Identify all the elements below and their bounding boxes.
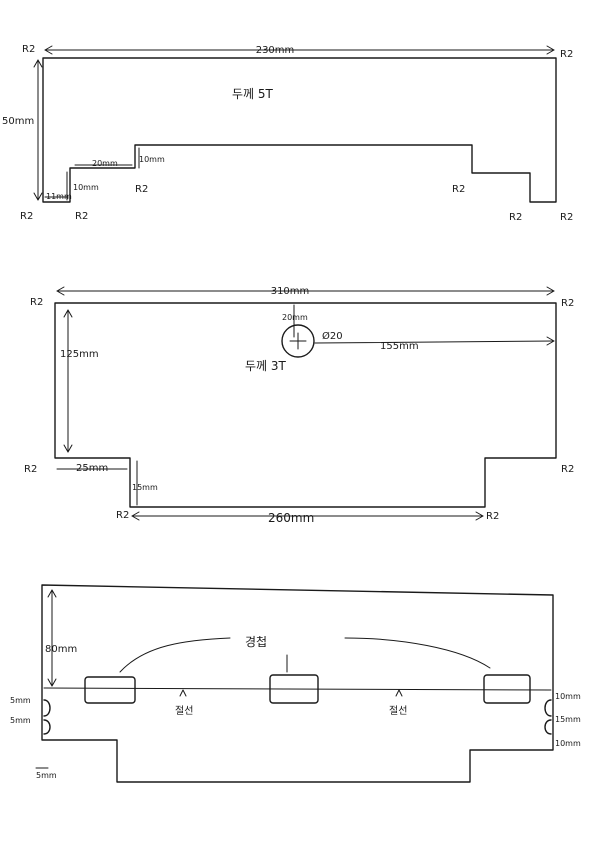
part3-height-arrow-bottom: [47, 678, 57, 687]
part1-width-label: 230mm: [256, 45, 295, 56]
part1-radius-top-left: R2: [22, 44, 35, 55]
part1-radius-top-right: R2: [560, 49, 573, 60]
part1-step-height-label: 10mm: [139, 155, 165, 164]
part1-width-arrow-left: [44, 45, 53, 55]
part2-outline: [54, 302, 557, 508]
part3-fold-label: 경첩: [245, 635, 267, 649]
part1-outline: [42, 57, 557, 203]
part3-cut-label-right: 절선: [389, 704, 407, 717]
part3-right-dim-a: 10mm: [555, 692, 581, 701]
part2-radius-right: R2: [561, 464, 574, 475]
part2-hole-top-label: 20mm: [282, 313, 308, 322]
part1-height-label: 50mm: [2, 116, 34, 127]
part2-height-label: 125mm: [60, 349, 99, 360]
part1-height-arrow-bottom: [33, 192, 43, 201]
part2-width-label: 310mm: [271, 286, 310, 297]
part3-hinge-right: [483, 674, 531, 704]
part3-fold-curve-left: [119, 637, 231, 673]
part3-left-dim-c: 5mm: [36, 771, 57, 780]
part2-hole-right-label: 155mm: [380, 341, 419, 352]
part1-step-width-label: 20mm: [92, 159, 118, 168]
part2-height-arrow-bottom: [63, 444, 73, 453]
part2-hole-diameter-label: Ø20: [322, 330, 343, 342]
part2-radius-bottom-right: R2: [486, 511, 499, 522]
part2-thickness-label: 두께 3T: [245, 359, 287, 373]
part2-radius-left: R2: [24, 464, 37, 475]
part2-drawing: 310mm 125mm 25mm 15mm 260mm 20mm Ø20 155…: [24, 286, 574, 525]
part2-hole-right-dim: [314, 340, 555, 344]
part1-step2-height-label: 10mm: [73, 183, 99, 192]
part2-bottom-arrow-right: [475, 511, 484, 521]
part2-tab-height-label: 15mm: [132, 483, 158, 492]
part3-right-dim-b: 15mm: [555, 715, 581, 724]
part3-cut-arrow-left: [179, 689, 187, 697]
part1-radius-bottom-left: R2: [20, 211, 33, 222]
part3-drawing: 경첩 절선 절선 80mm 5mm 5mm 5mm 10mm 15mm 10mm: [10, 584, 581, 783]
part3-slot-right-bottom: [544, 719, 552, 735]
part1-drawing: 230mm 50mm 20mm 10mm 10mm 11mm 두께 5T R2 …: [2, 44, 573, 223]
part3-left-dim-a: 5mm: [10, 696, 31, 705]
part3-hinge-center: [269, 674, 319, 704]
part3-right-dim-c: 10mm: [555, 739, 581, 748]
part3-hinge-left: [84, 676, 136, 704]
part3-cut-label-left: 절선: [175, 704, 193, 717]
part1-radius-step-right: R2: [135, 184, 148, 195]
part2-hole: [281, 324, 315, 358]
part3-height-arrow-top: [47, 589, 57, 598]
part2-bottom-label: 260mm: [268, 511, 314, 525]
part3-slot-right-top: [544, 699, 552, 717]
part1-radius-bottom-right: R2: [560, 212, 573, 223]
part3-fold-line: [43, 687, 552, 691]
part2-height-arrow-top: [63, 309, 73, 318]
part3-height-label: 80mm: [45, 644, 77, 655]
part3-fold-curve-right: [344, 637, 491, 669]
part1-radius-notch-left: R2: [452, 184, 465, 195]
part2-width-arrow-right: [546, 286, 555, 296]
part1-left-offset-label: 11mm: [46, 192, 72, 201]
part2-radius-top-left: R2: [30, 297, 43, 308]
part1-radius-notch-right: R2: [509, 212, 522, 223]
part2-hole-right-arrow: [546, 336, 555, 346]
part1-width-arrow-right: [546, 45, 555, 55]
part1-thickness-label: 두께 5T: [232, 87, 274, 101]
part1-radius-step-left: R2: [75, 211, 88, 222]
part2-radius-top-right: R2: [561, 298, 574, 309]
part3-slot-left-bottom: [43, 719, 51, 735]
part2-width-arrow-left: [56, 286, 65, 296]
part2-bottom-arrow-left: [131, 511, 140, 521]
part3-cut-arrow-right: [395, 689, 403, 697]
part1-height-arrow-top: [33, 59, 43, 68]
part2-radius-bottom-left: R2: [116, 510, 129, 521]
part2-tab-width-label: 25mm: [76, 463, 108, 474]
part3-left-dim-b: 5mm: [10, 716, 31, 725]
part3-slot-left-top: [43, 699, 51, 717]
part3-outline: [41, 584, 554, 783]
